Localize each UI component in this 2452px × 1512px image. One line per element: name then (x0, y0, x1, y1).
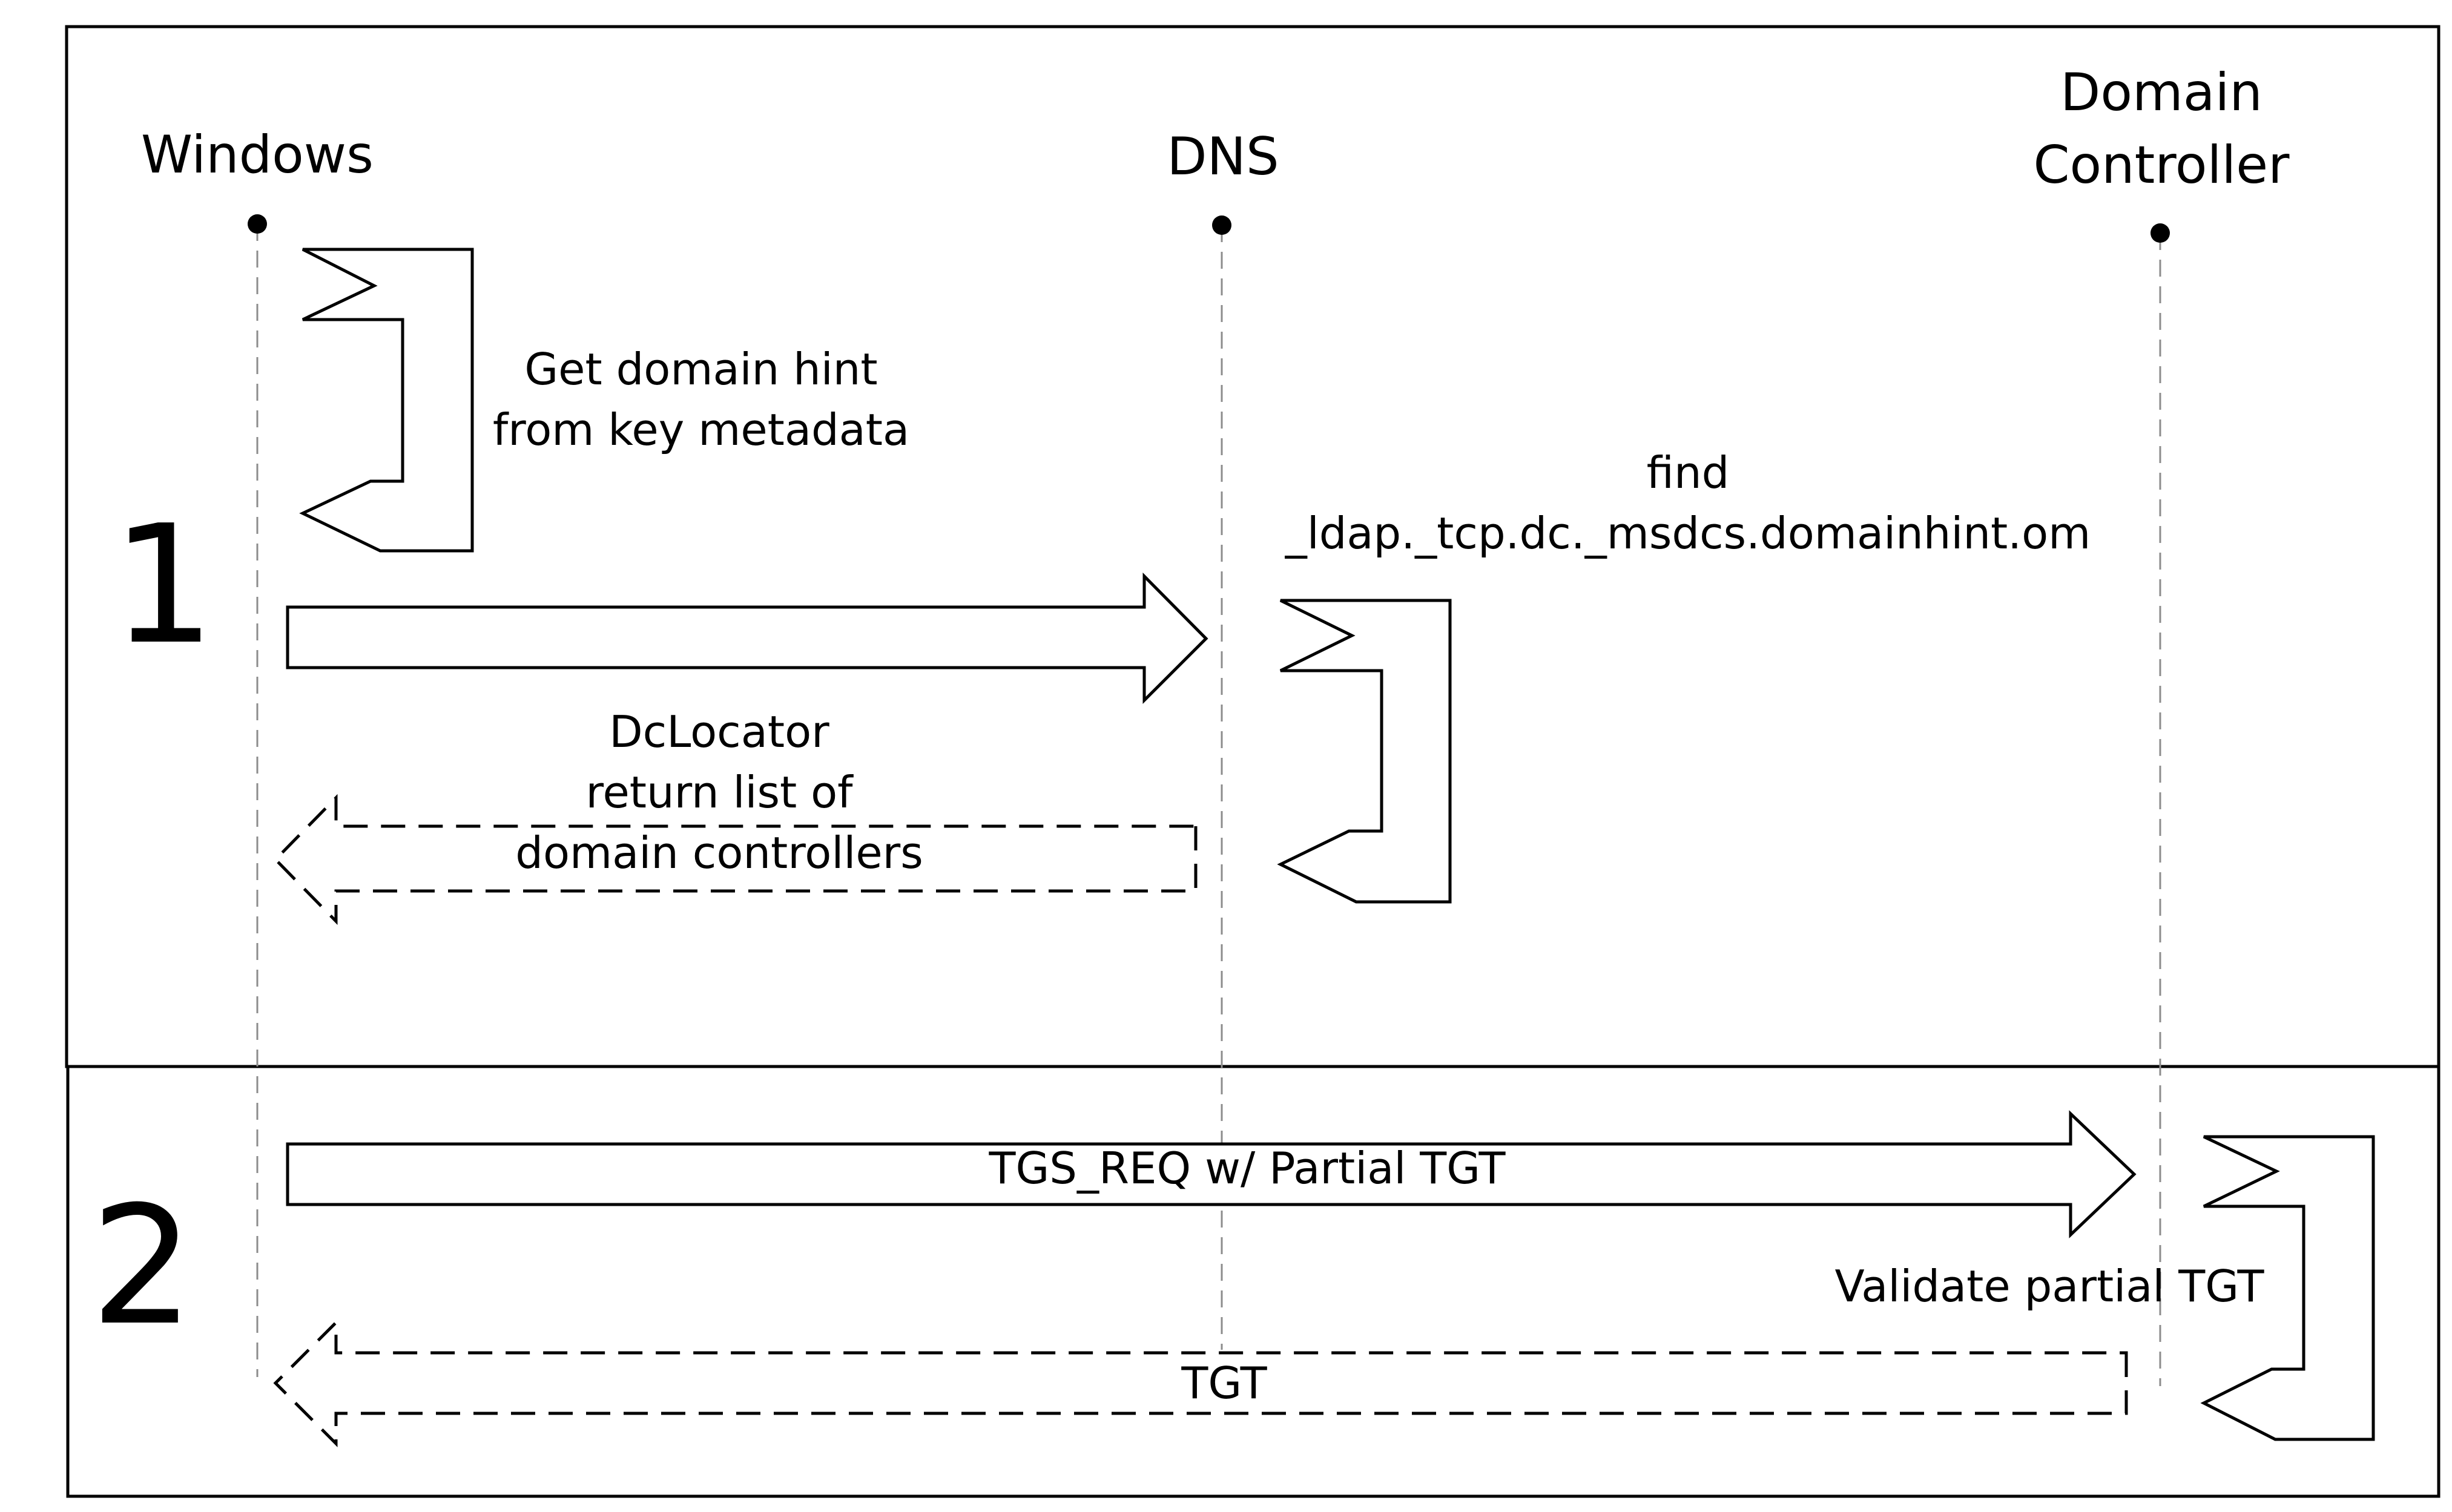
self-call-dns (1277, 599, 1452, 904)
lifeline-dot-dns (1212, 215, 1231, 235)
arrow-windows-to-domain-controller (286, 1110, 2137, 1238)
lifeline-dot-domain-controller (2150, 223, 2170, 243)
label-tgs-req: TGS_REQ w/ Partial TGT (989, 1143, 1506, 1194)
actor-windows: Windows (141, 125, 374, 185)
label-tgt: TGT (1181, 1358, 1267, 1408)
frame-step-2 (66, 1065, 2440, 1498)
actor-domain-controller-line2: Controller (2033, 135, 2290, 196)
label-find-line2: _ldap._tcp.dc._msdcs.domainhint.om (1285, 508, 2091, 559)
label-domain-hint-line2: from key metadata (493, 404, 909, 455)
actor-domain-controller-line1: Domain (2060, 62, 2262, 123)
label-find-line1: find (1647, 447, 1730, 498)
arrow-dns-to-windows-return (273, 794, 1198, 925)
label-dclocator-line2: return list of (585, 767, 854, 818)
arrow-domain-controller-to-windows-return (273, 1318, 2128, 1448)
label-validate-partial-tgt: Validate partial TGT (1835, 1261, 2265, 1312)
label-domain-hint-line1: Get domain hint (524, 344, 877, 395)
actor-dns: DNS (1167, 127, 1279, 187)
label-dclocator-line1: DcLocator (609, 706, 829, 757)
step-number-1: 1 (111, 490, 216, 680)
self-call-domain-controller (2200, 1135, 2375, 1441)
step-number-2: 2 (90, 1171, 194, 1361)
label-dclocator-line3: domain controllers (515, 827, 923, 878)
lifeline-dot-windows (248, 214, 267, 234)
arrow-windows-to-dns (286, 572, 1208, 705)
self-call-windows (299, 248, 474, 553)
